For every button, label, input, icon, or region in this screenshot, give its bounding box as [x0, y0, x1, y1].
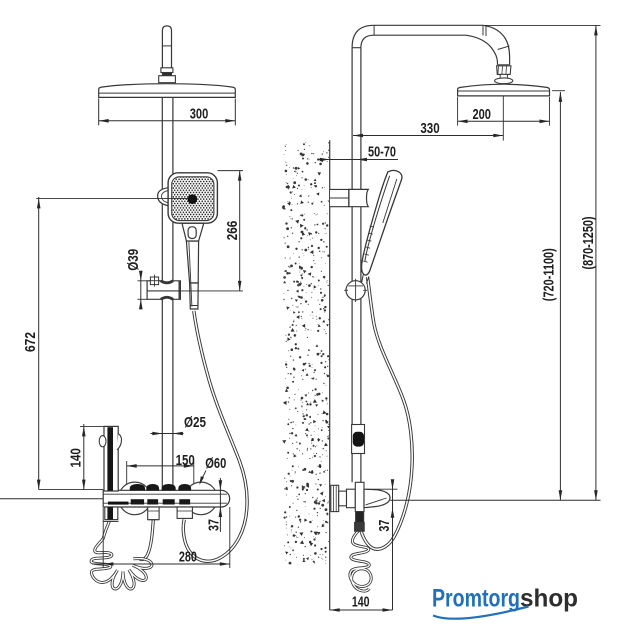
svg-text:140: 140: [67, 448, 84, 467]
svg-text:150: 150: [176, 452, 195, 469]
svg-text:140: 140: [352, 594, 370, 611]
svg-text:200: 200: [472, 106, 491, 123]
svg-text:50-70: 50-70: [368, 144, 396, 161]
svg-text:330: 330: [420, 120, 439, 137]
svg-text:(720-1100): (720-1100): [541, 248, 558, 301]
svg-text:37: 37: [376, 520, 393, 532]
svg-text:672: 672: [22, 332, 39, 352]
svg-text:37: 37: [205, 519, 222, 531]
svg-text:Ø60: Ø60: [205, 455, 226, 472]
svg-text:280: 280: [179, 549, 197, 566]
svg-text:shop: shop: [520, 584, 578, 612]
svg-text:266: 266: [224, 221, 241, 241]
svg-text:Ø25: Ø25: [184, 414, 206, 431]
svg-text:(870-1250): (870-1250): [580, 217, 597, 270]
svg-text:Promtorg: Promtorg: [432, 584, 520, 612]
svg-text:300: 300: [190, 106, 209, 123]
svg-text:Ø39: Ø39: [125, 249, 142, 271]
